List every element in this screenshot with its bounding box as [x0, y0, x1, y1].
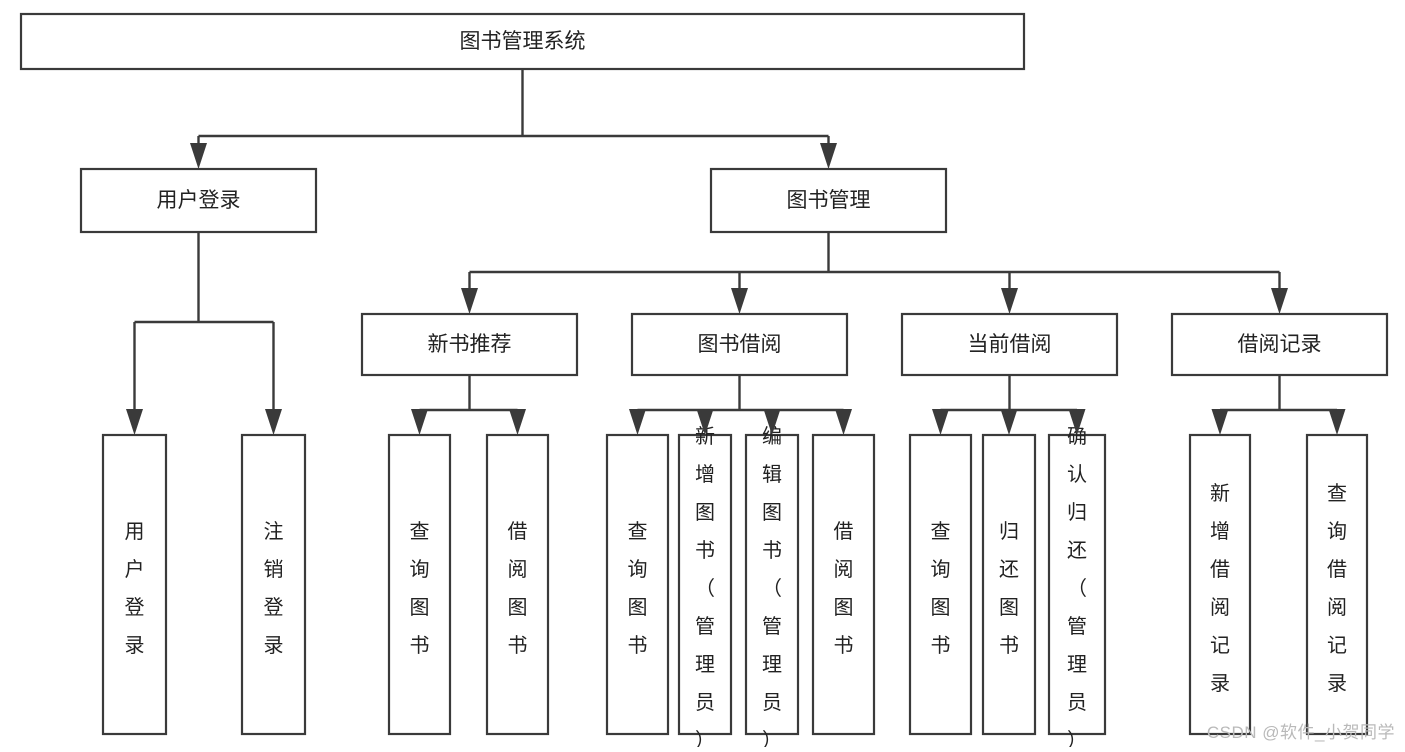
- node-label-user-login: 用户登录: [157, 189, 241, 212]
- node-box-leaf-query-book-2: [605, 433, 670, 736]
- node-label-root: 图书管理系统: [460, 30, 586, 53]
- connector-new-book-recommend-to-leaf-borrow-book-1-head: [509, 409, 526, 435]
- node-label-leaf-user-logout: 注销登录: [264, 520, 284, 657]
- node-box-leaf-user-logout: [240, 433, 307, 736]
- connector-user-login-to-leaf-user-login-head: [126, 409, 143, 435]
- connector-book-borrow-to-leaf-edit-book-head: [763, 409, 781, 435]
- node-label-borrow-record: 借阅记录: [1238, 333, 1322, 356]
- node-box-leaf-query-book-1: [387, 433, 452, 736]
- connector-bookmgmt-to-borrow-record-head: [1271, 288, 1288, 314]
- connector-bookmgmt-to-new-book-recommend-head: [461, 288, 478, 314]
- connector-borrow-record-to-leaf-add-record-head: [1211, 409, 1229, 435]
- connector-book-borrow-to-leaf-borrow-book-2-head: [835, 409, 852, 435]
- node-label-new-book-recommend: 新书推荐: [428, 333, 512, 356]
- node-box-leaf-borrow-book-1: [485, 433, 550, 736]
- node-label-leaf-query-record: 查询借阅记录: [1327, 482, 1347, 695]
- node-label-leaf-edit-book: 编辑图书（管理员）: [762, 425, 782, 747]
- node-box-leaf-return-book: [981, 433, 1037, 736]
- node-box-leaf-edit-book: [744, 433, 800, 736]
- connector-bookmgmt-to-current-borrow-head: [1001, 288, 1018, 314]
- node-box-user-login: [79, 167, 318, 234]
- connector-new-book-recommend-to-leaf-query-book-1-head: [411, 409, 428, 435]
- node-label-book-management: 图书管理: [787, 189, 871, 212]
- node-label-leaf-add-record: 新增借阅记录: [1210, 482, 1230, 695]
- connector-book-borrow-to-leaf-add-book-head: [696, 409, 714, 435]
- node-label-leaf-query-book-2: 查询图书: [628, 520, 648, 657]
- node-box-new-book-recommend: [360, 312, 579, 377]
- node-label-leaf-add-book: 新增图书（管理员）: [695, 425, 715, 747]
- node-box-root: [19, 12, 1026, 71]
- node-box-leaf-user-login: [101, 433, 168, 736]
- node-label-leaf-borrow-book-2: 借阅图书: [834, 520, 854, 657]
- node-box-current-borrow: [900, 312, 1119, 377]
- connector-root-to-user-login-head: [190, 143, 207, 169]
- node-label-leaf-return-book: 归还图书: [999, 520, 1019, 657]
- node-label-current-borrow: 当前借阅: [968, 333, 1052, 356]
- node-label-book-borrow: 图书借阅: [698, 333, 782, 356]
- connector-current-borrow-to-leaf-confirm-return-head: [1068, 409, 1086, 435]
- connector-current-borrow-to-leaf-return-book-head: [1000, 409, 1018, 435]
- node-box-leaf-borrow-book-2: [811, 433, 876, 736]
- node-label-leaf-query-book-3: 查询图书: [931, 520, 951, 657]
- watermark-label: CSDN @软件_小贺同学: [1206, 723, 1395, 742]
- connector-current-borrow-to-leaf-query-book-3-head: [932, 409, 949, 435]
- connector-user-login-to-leaf-user-logout-head: [265, 409, 282, 435]
- connector-book-borrow-to-leaf-query-book-2-head: [629, 409, 646, 435]
- node-box-leaf-query-book-3: [908, 433, 973, 736]
- node-label-leaf-query-book-1: 查询图书: [410, 520, 430, 657]
- connector-bookmgmt-to-book-borrow-head: [731, 288, 748, 314]
- node-box-leaf-query-record: [1305, 433, 1369, 736]
- node-label-leaf-user-login: 用户登录: [125, 521, 145, 657]
- node-box-leaf-add-book: [677, 433, 733, 736]
- node-label-leaf-borrow-book-1: 借阅图书: [508, 520, 528, 657]
- connector-borrow-record-to-leaf-query-record-head: [1328, 409, 1346, 435]
- connector-root-to-book-management-head: [820, 143, 837, 169]
- node-box-leaf-confirm-return: [1047, 433, 1107, 736]
- node-label-leaf-confirm-return: 确认归还（管理员）: [1067, 425, 1087, 747]
